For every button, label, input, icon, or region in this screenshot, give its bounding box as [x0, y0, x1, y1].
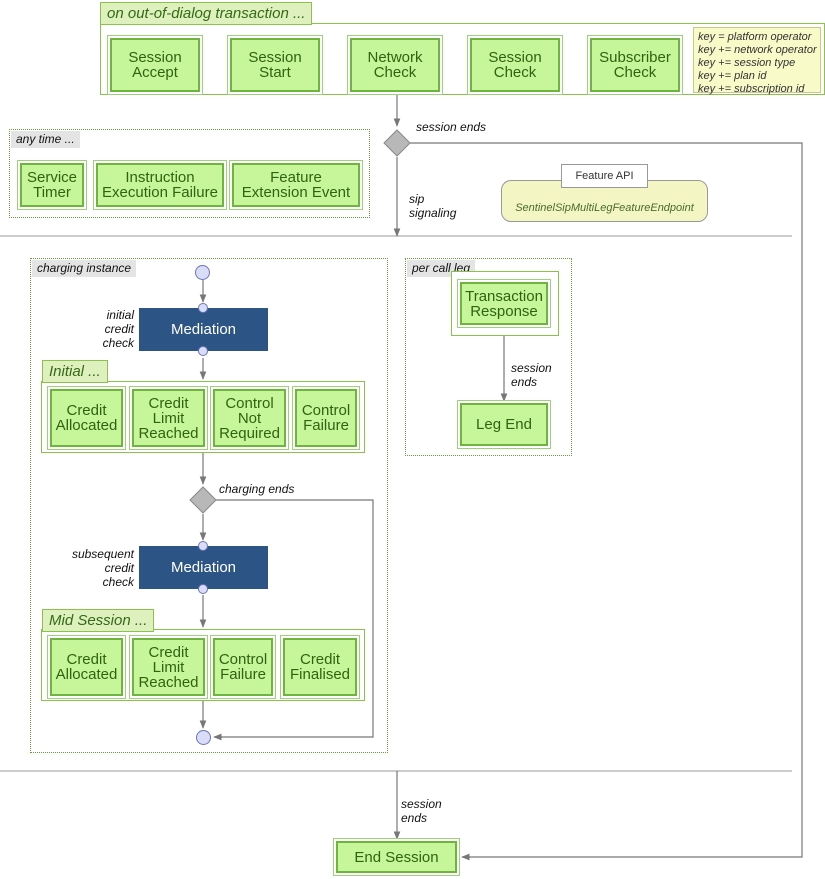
anytime-tag: any time ... [11, 131, 80, 148]
session-check-box: Session Check [470, 38, 560, 92]
initial-tag: Initial ... [42, 360, 108, 383]
feature-api-tag: Feature API [561, 164, 648, 188]
subsequent-credit-check-label: subsequent credit check [71, 547, 134, 589]
charging-ends-label: charging ends [219, 482, 295, 496]
subscriber-check-box: Subscriber Check [590, 38, 680, 92]
mediation-input-port [198, 541, 208, 551]
final-session-ends-label: session ends [401, 797, 442, 825]
session-decision-diamond [383, 129, 411, 157]
mediation-output-port [198, 346, 208, 356]
key-notes: key = platform operator key += network o… [693, 27, 821, 95]
service-timer-box: Service Timer [20, 163, 84, 207]
subsequent-mediation-box: Mediation [139, 546, 268, 589]
charging-instance-group [30, 258, 388, 753]
mid-session-tag: Mid Session ... [42, 609, 155, 632]
initial-credit-limit-reached-box: Credit Limit Reached [132, 389, 205, 447]
leg-session-ends-label: session ends [511, 361, 552, 389]
charging-decision-diamond [189, 486, 217, 514]
session-accept-box: Session Accept [110, 38, 200, 92]
charging-end-node [196, 730, 211, 745]
end-session-box: End Session [336, 841, 457, 873]
credit-finalised-box: Credit Finalised [283, 638, 357, 696]
sip-signaling-label: sip signaling [409, 192, 457, 220]
network-check-box: Network Check [350, 38, 440, 92]
key-line: key += session type [698, 57, 796, 69]
per-call-leg-group [405, 258, 572, 456]
key-line: key = platform operator [698, 31, 812, 43]
mid-credit-allocated-box: Credit Allocated [50, 638, 123, 696]
mid-credit-limit-reached-box: Credit Limit Reached [132, 638, 205, 696]
key-line: key += plan id [698, 70, 767, 82]
mediation-output-port [198, 584, 208, 594]
instruction-execution-failure-box: Instruction Execution Failure [96, 163, 224, 207]
mid-control-failure-box: Control Failure [213, 638, 273, 696]
session-start-box: Session Start [230, 38, 320, 92]
initial-control-failure-box: Control Failure [295, 389, 357, 447]
charging-start-node [195, 265, 210, 280]
initial-credit-check-label: initial credit check [102, 308, 134, 350]
charging-instance-tag: charging instance [32, 260, 137, 277]
initial-mediation-box: Mediation [139, 308, 268, 351]
initial-credit-allocated-box: Credit Allocated [50, 389, 123, 447]
key-line: key += network operator [698, 44, 817, 56]
key-line: key += subscription id [698, 83, 805, 95]
leg-end-box: Leg End [460, 403, 548, 446]
session-ends-label: session ends [416, 120, 487, 134]
transaction-tag: on out-of-dialog transaction ... [100, 2, 313, 25]
mediation-input-port [198, 303, 208, 313]
feature-extension-event-box: Feature Extension Event [232, 163, 360, 207]
transaction-response-box: Transaction Response [460, 282, 548, 325]
control-not-required-box: Control Not Required [213, 389, 286, 447]
anytime-group [9, 129, 370, 218]
